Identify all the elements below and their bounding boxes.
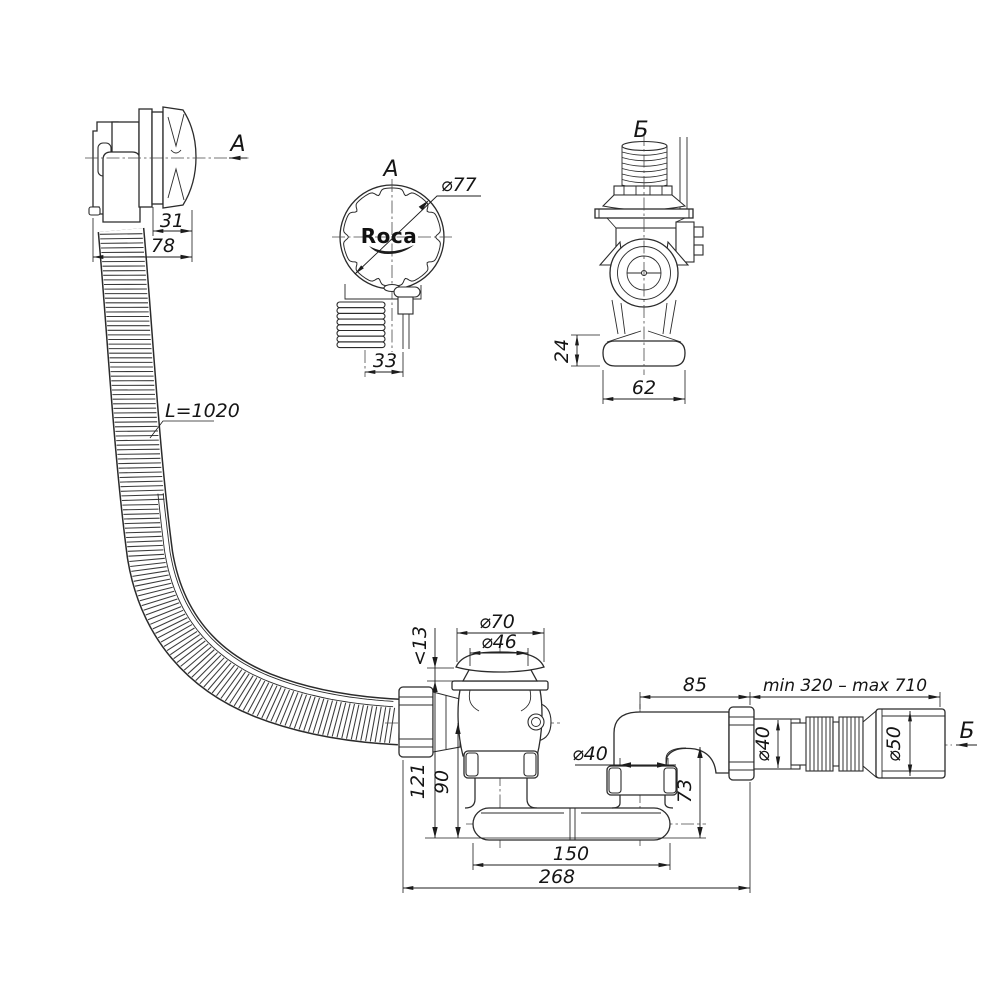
dim-62: 62	[602, 370, 686, 404]
threaded-stub	[621, 140, 668, 189]
roca-logo-text: Roca	[361, 224, 418, 248]
flex-pipe-nut	[728, 706, 755, 781]
hose-corrugation-ribs	[99, 233, 396, 744]
view-a-knob-face: Roca	[332, 179, 452, 352]
dim-l1020-text: L=1020	[165, 400, 240, 422]
elbow-union-nut	[606, 765, 678, 796]
dim-90-text: 90	[431, 770, 453, 794]
dim-90: 90	[431, 723, 461, 838]
overflow-head-side-view	[85, 106, 250, 223]
dim-lt13-text: <13	[409, 626, 431, 666]
hose-union-nut	[398, 686, 434, 758]
overflow-cable	[402, 314, 410, 349]
lock-washer	[613, 185, 673, 196]
view-a-direction-marker: A	[228, 132, 247, 161]
dimensions-layer: A 31 78 L=1020 A ⌀77 33 Б	[92, 118, 977, 893]
dim-78-text: 78	[151, 235, 175, 257]
view-b-overflow-elbow	[594, 133, 704, 375]
dim-78: 78	[92, 218, 192, 262]
view-b-title: Б	[633, 118, 648, 143]
view-b-direction-marker: Б	[956, 719, 977, 748]
dim-85-text: 85	[683, 674, 707, 696]
dim-31-text: 31	[160, 210, 184, 232]
mounting-rod	[679, 137, 688, 211]
corrugated-overflow-hose	[97, 227, 401, 746]
outlet-elbow	[613, 711, 730, 774]
dim-d50-text: ⌀50	[883, 726, 905, 762]
dim-85: 85	[639, 674, 751, 709]
dim-73-text: 73	[674, 779, 696, 803]
dim-d77-text: ⌀77	[441, 174, 477, 196]
dim-31: 31	[152, 207, 193, 262]
drain-siphon-assembly	[385, 644, 952, 848]
dim-150-text: 150	[553, 843, 589, 865]
dim-outlet-nut-diameter: ⌀40	[572, 743, 676, 768]
dim-flex-end-diameter: ⌀50	[883, 711, 913, 776]
siphon-union-nut	[463, 750, 539, 779]
dim-hose-length: L=1020	[149, 400, 240, 439]
drain-cap	[455, 651, 545, 673]
view-a-corrugation	[336, 301, 386, 349]
dim-33-text: 33	[373, 350, 397, 372]
dim-62-text: 62	[632, 377, 656, 399]
dim-268-text: 268	[539, 866, 575, 888]
drain-flange	[451, 680, 549, 691]
hose-smooth-inner-lines	[157, 493, 394, 708]
view-a-title: A	[381, 157, 398, 182]
siphon-tube	[472, 807, 671, 841]
view-b-marker-label: Б	[959, 719, 974, 744]
overflow-knob-profile	[162, 106, 197, 209]
dim-knob-diameter: ⌀77	[354, 174, 481, 275]
dim-flex-range: min 320 – max 710	[750, 676, 941, 707]
dim-73: 73	[674, 747, 703, 838]
dim-d70-text: ⌀70	[479, 611, 515, 633]
flex-pipe-corrugation	[805, 716, 864, 772]
roca-logo: Roca	[361, 224, 418, 254]
dim-cap-diameter: ⌀70	[456, 611, 545, 662]
dim-268: 268	[402, 760, 751, 893]
dim-121-text: 121	[407, 763, 429, 799]
dim-flex-diameter: ⌀40	[752, 720, 781, 768]
dim-24: 24	[551, 334, 600, 367]
dim-24-text: 24	[551, 339, 573, 363]
dim-d40-pipe-text: ⌀40	[752, 726, 774, 762]
view-a-marker-label: A	[228, 132, 245, 157]
dim-121: 121	[407, 763, 438, 838]
dim-d46-text: ⌀46	[481, 631, 517, 653]
dim-minmax-text: min 320 – max 710	[763, 676, 927, 696]
dim-33: 33	[364, 350, 404, 377]
dim-cap-inner-diameter: ⌀46	[469, 631, 529, 666]
dim-150: 150	[472, 843, 671, 870]
dim-panel-thickness: <13	[409, 626, 460, 838]
dim-d40-nut-text: ⌀40	[572, 743, 608, 765]
